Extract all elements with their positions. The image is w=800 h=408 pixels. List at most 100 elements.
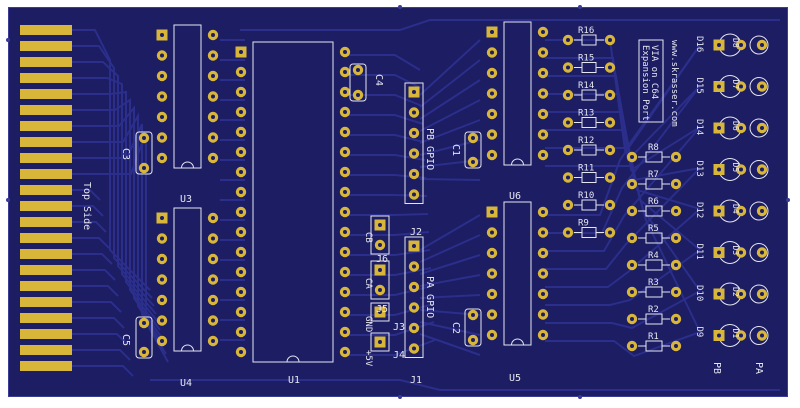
resistor-label: R16	[578, 26, 594, 36]
led-outer-label: D13	[694, 161, 704, 177]
led-outer-label: D10	[694, 285, 704, 301]
edge-finger	[20, 297, 72, 307]
trace	[72, 29, 151, 291]
resistor-label: R2	[648, 305, 659, 315]
header-pin	[408, 127, 420, 139]
led-pad	[735, 205, 747, 217]
ic-pin	[235, 66, 247, 78]
ic-pin-1	[486, 206, 498, 218]
header-pin-1	[374, 219, 386, 231]
edge-finger	[20, 217, 72, 227]
ic-pin	[235, 186, 247, 198]
trace	[419, 39, 481, 96]
led-d5: D5	[713, 158, 747, 181]
resistor-r13: R13	[562, 109, 616, 128]
ic-pin	[537, 67, 549, 79]
trace	[72, 237, 110, 249]
resistor-pad	[670, 313, 682, 325]
ic-pin	[486, 268, 498, 279]
ic-pin	[207, 152, 219, 164]
cap-pad	[467, 334, 479, 346]
board-mark	[786, 198, 790, 202]
resistor-pad	[562, 172, 574, 183]
led-pad	[735, 288, 747, 300]
ic-pin	[156, 111, 168, 123]
edge-finger	[20, 233, 72, 243]
pb-gpio-label: PB GPIO	[424, 128, 435, 170]
led-label: D5	[731, 163, 740, 173]
edge-finger	[20, 281, 72, 291]
resistor-label: R15	[578, 54, 594, 64]
trace	[545, 249, 701, 306]
pa-label: PA	[753, 362, 764, 374]
capacitor-c1	[464, 131, 482, 169]
cap-pad	[352, 64, 364, 76]
header-pin	[408, 281, 420, 293]
led-label: D6	[731, 121, 740, 131]
cap-pad	[467, 309, 479, 321]
resistor-pad	[604, 172, 616, 183]
led-pad	[713, 122, 725, 134]
resistor-label: R1	[648, 332, 659, 342]
led-label: D1	[731, 329, 740, 339]
ic-pin	[156, 70, 168, 82]
trace	[345, 134, 425, 143]
trace	[545, 167, 701, 270]
ic-pin	[339, 66, 351, 78]
edge-finger	[20, 185, 72, 195]
header-pin-1	[374, 336, 386, 348]
header-pin-1	[408, 240, 420, 252]
ic-pin	[537, 247, 549, 259]
pa-gpio-label: PA GPIO	[424, 276, 435, 318]
led-pad	[735, 330, 747, 341]
edge-finger	[20, 265, 72, 275]
trace	[345, 213, 429, 216]
led-pad	[735, 247, 747, 258]
led-outline	[749, 243, 769, 262]
capacitor-c4	[349, 63, 367, 102]
led-outline	[749, 77, 769, 96]
resistor-r1: R1	[626, 332, 682, 352]
resistor-pad	[626, 259, 638, 271]
trace	[72, 285, 119, 297]
led-pad	[713, 81, 725, 92]
trace	[545, 290, 701, 330]
resistor-r4: R4	[626, 251, 682, 271]
ic-u3	[156, 24, 219, 169]
trace	[419, 79, 481, 120]
resistor-pad	[626, 340, 638, 352]
resistor-r9: R9	[562, 219, 616, 238]
led-pad	[735, 81, 747, 92]
header-j2-pb-gpio	[404, 82, 424, 204]
ic-pin	[339, 346, 351, 358]
ic-pin	[339, 286, 351, 298]
resistor-pad	[670, 205, 682, 217]
led-outline	[749, 160, 769, 179]
edge-finger	[20, 105, 72, 115]
led-d2: D2	[713, 282, 747, 306]
ic-pin	[235, 266, 247, 278]
capacitor-c3	[135, 131, 153, 175]
ic-pin	[156, 152, 168, 164]
trace	[345, 249, 431, 256]
ic-pin	[235, 106, 247, 118]
ic-pin	[207, 29, 219, 41]
ic-pin	[339, 186, 351, 198]
ic-pin	[339, 266, 351, 278]
trace	[545, 165, 701, 333]
trace	[345, 267, 432, 276]
led-pad	[756, 39, 768, 51]
u1-label: U1	[288, 375, 300, 386]
resistor-pad	[670, 340, 682, 352]
ic-pin	[339, 146, 351, 158]
title-box	[638, 39, 664, 123]
edge-finger	[20, 73, 72, 83]
u4-label: U4	[180, 378, 192, 389]
header-pin	[408, 107, 420, 118]
cap-pad	[138, 317, 150, 329]
trace	[72, 365, 134, 377]
edge-finger	[20, 329, 72, 339]
header-pin	[408, 189, 420, 200]
resistor-r11: R11	[562, 164, 616, 183]
